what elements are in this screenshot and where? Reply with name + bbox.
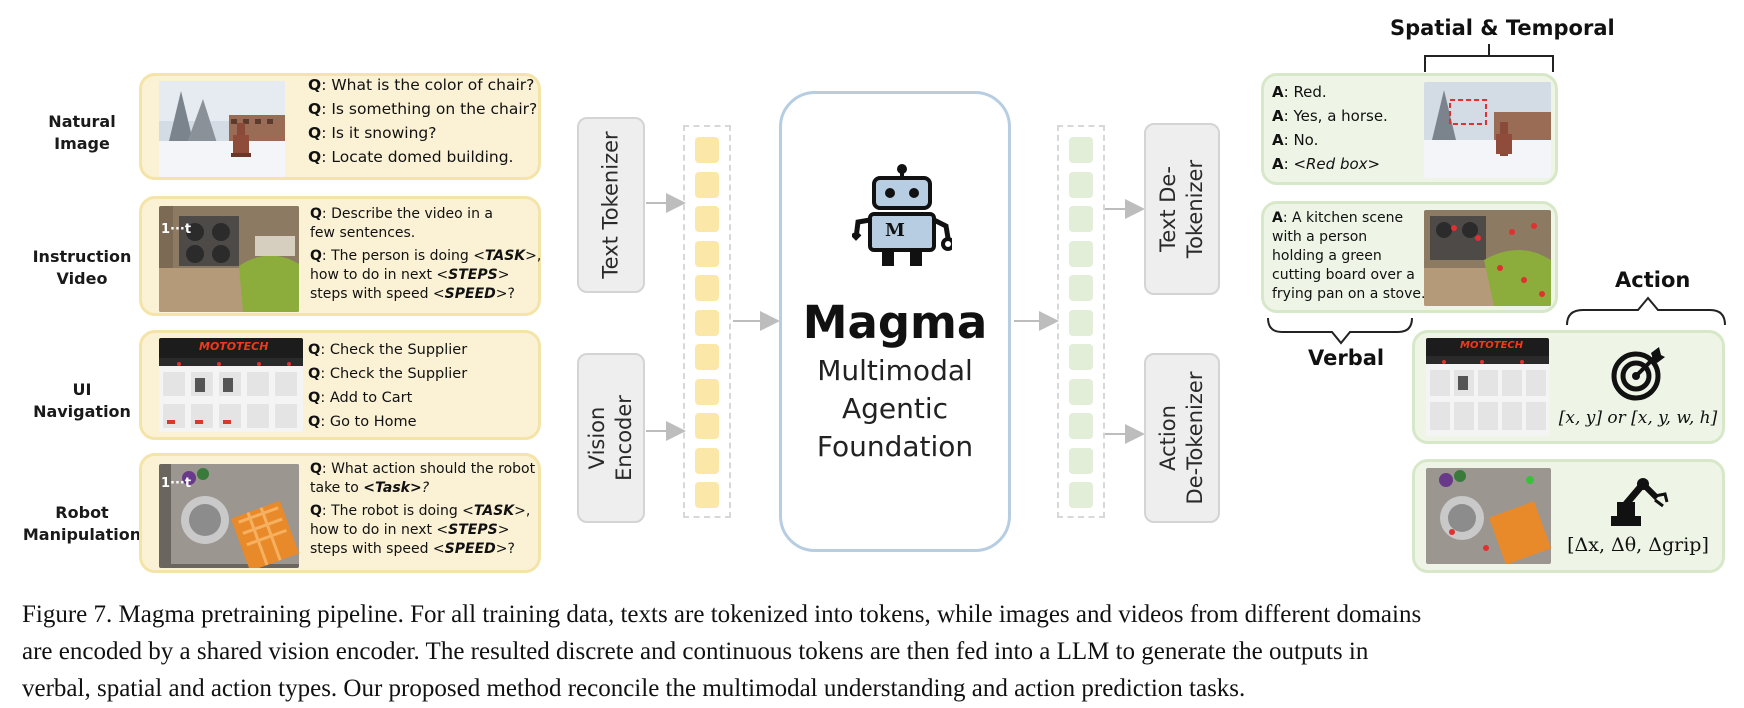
token-square	[695, 171, 719, 198]
video-description: A: A kitchen scene with a person holding…	[1272, 210, 1426, 302]
token-square	[1069, 344, 1093, 370]
token-square	[695, 206, 719, 232]
text-detokenizer-box: Text De- Tokenizer	[1144, 123, 1220, 295]
token-square	[1069, 275, 1093, 301]
token-square	[695, 240, 719, 267]
kitchen-photo-with-marks	[1424, 210, 1551, 306]
natural-image-answer-card: A: Red. A: Yes, a horse. A: No. A: <Red …	[1261, 73, 1558, 185]
answer-list: A: Red. A: Yes, a horse. A: No. A: <Red …	[1272, 83, 1388, 173]
token-square	[1069, 309, 1093, 336]
robot-action-formula: [Δx, Δθ, Δgrip]	[1567, 534, 1709, 556]
ui-navigation-questions: Q: Check the Supplier Q: Check the Suppl…	[308, 342, 468, 430]
row-label-natural-image: Natural Image	[48, 112, 116, 153]
robot-action-card: [Δx, Δθ, Δgrip]	[1412, 459, 1725, 573]
instruction-video-questions: Q: Describe the video in a few sentences…	[310, 206, 542, 302]
natural-image-card: Q: What is the color of chair? Q: Is som…	[139, 73, 541, 180]
token-square	[1069, 171, 1093, 198]
token-square	[695, 275, 719, 301]
token-square	[1069, 482, 1093, 508]
text-tokenizer-box: Text Tokenizer	[577, 117, 645, 293]
model-title: Magma	[802, 296, 988, 349]
instruction-video-card: 1···t Q: Describe the video in a few sen…	[139, 196, 541, 316]
robot-scene-photo	[1426, 468, 1551, 564]
ui-action-card: MOTOTECH [x, y] or [x, y, w, h]	[1412, 330, 1725, 444]
token-square	[695, 378, 719, 405]
token-square	[695, 447, 719, 474]
spatial-temporal-heading: Spatial & Temporal	[1390, 16, 1615, 40]
mototech-logo: MOTOTECH	[199, 340, 269, 353]
token-square	[1069, 413, 1093, 439]
token-square	[1069, 240, 1093, 267]
question-line: Q: Is it snowing?	[308, 124, 437, 142]
row-label-robot-manipulation: Robot Manipulation	[22, 503, 142, 544]
question-line: Q: Is something on the chair?	[308, 100, 538, 118]
token-square	[695, 344, 719, 370]
question-line: Q: What is the color of chair?	[308, 76, 535, 94]
token-square	[695, 137, 719, 163]
token-square	[1069, 378, 1093, 405]
snowy-campus-photo	[159, 81, 285, 177]
action-heading: Action	[1615, 268, 1691, 292]
robot-manipulation-card: 1···t Q: What action should the robot ta…	[139, 453, 541, 573]
token-square	[695, 413, 719, 439]
token-square	[695, 309, 719, 336]
row-label-instruction-video: Instruction Video	[32, 247, 132, 288]
robot-video-frames: 1···t	[159, 464, 299, 568]
token-square	[1069, 137, 1093, 163]
row-label-ui-navigation: UI Navigation	[33, 380, 131, 421]
kitchen-video-frames: 1···t	[159, 206, 299, 312]
web-store-screenshot: MOTOTECH	[159, 338, 303, 432]
model-subtitle: Multimodal Agentic Foundation	[816, 354, 974, 463]
token-square	[1069, 206, 1093, 232]
input-token-column	[683, 125, 731, 518]
snowy-photo-with-red-box	[1424, 82, 1551, 178]
ui-action-formula: [x, y] or [x, y, w, h]	[1558, 408, 1718, 428]
verbal-heading: Verbal	[1308, 346, 1385, 370]
frame-range-label: 1···t	[161, 476, 192, 491]
robot-manipulation-questions: Q: What action should the robot take to …	[310, 461, 536, 557]
magma-model-box: M Magma Multimodal Agentic Foundation	[779, 91, 1011, 552]
action-detokenizer-box: Action De-Tokenizer	[1144, 353, 1220, 523]
natural-image-questions: Q: What is the color of chair? Q: Is som…	[308, 73, 537, 169]
output-token-column	[1057, 125, 1105, 518]
token-square	[1069, 447, 1093, 474]
robot-icon	[852, 164, 952, 266]
video-description-card: A: A kitchen scene with a person holding…	[1261, 201, 1558, 313]
robot-letter: M	[885, 220, 905, 241]
mototech-logo: MOTOTECH	[1460, 340, 1524, 351]
question-line: Q: Locate domed building.	[308, 148, 514, 166]
ui-navigation-card: MOTOTECH Q: Check the Supplier Q: Check …	[139, 330, 541, 440]
web-store-screenshot: MOTOTECH	[1426, 338, 1549, 436]
target-icon	[1611, 347, 1665, 401]
frame-range-label: 1···t	[161, 222, 192, 237]
vision-encoder-box: Vision Encoder	[577, 353, 645, 523]
robot-arm-icon	[1611, 478, 1669, 526]
token-square	[695, 482, 719, 508]
figure-caption: Figure 7. Magma pretraining pipeline. Fo…	[22, 601, 1422, 702]
